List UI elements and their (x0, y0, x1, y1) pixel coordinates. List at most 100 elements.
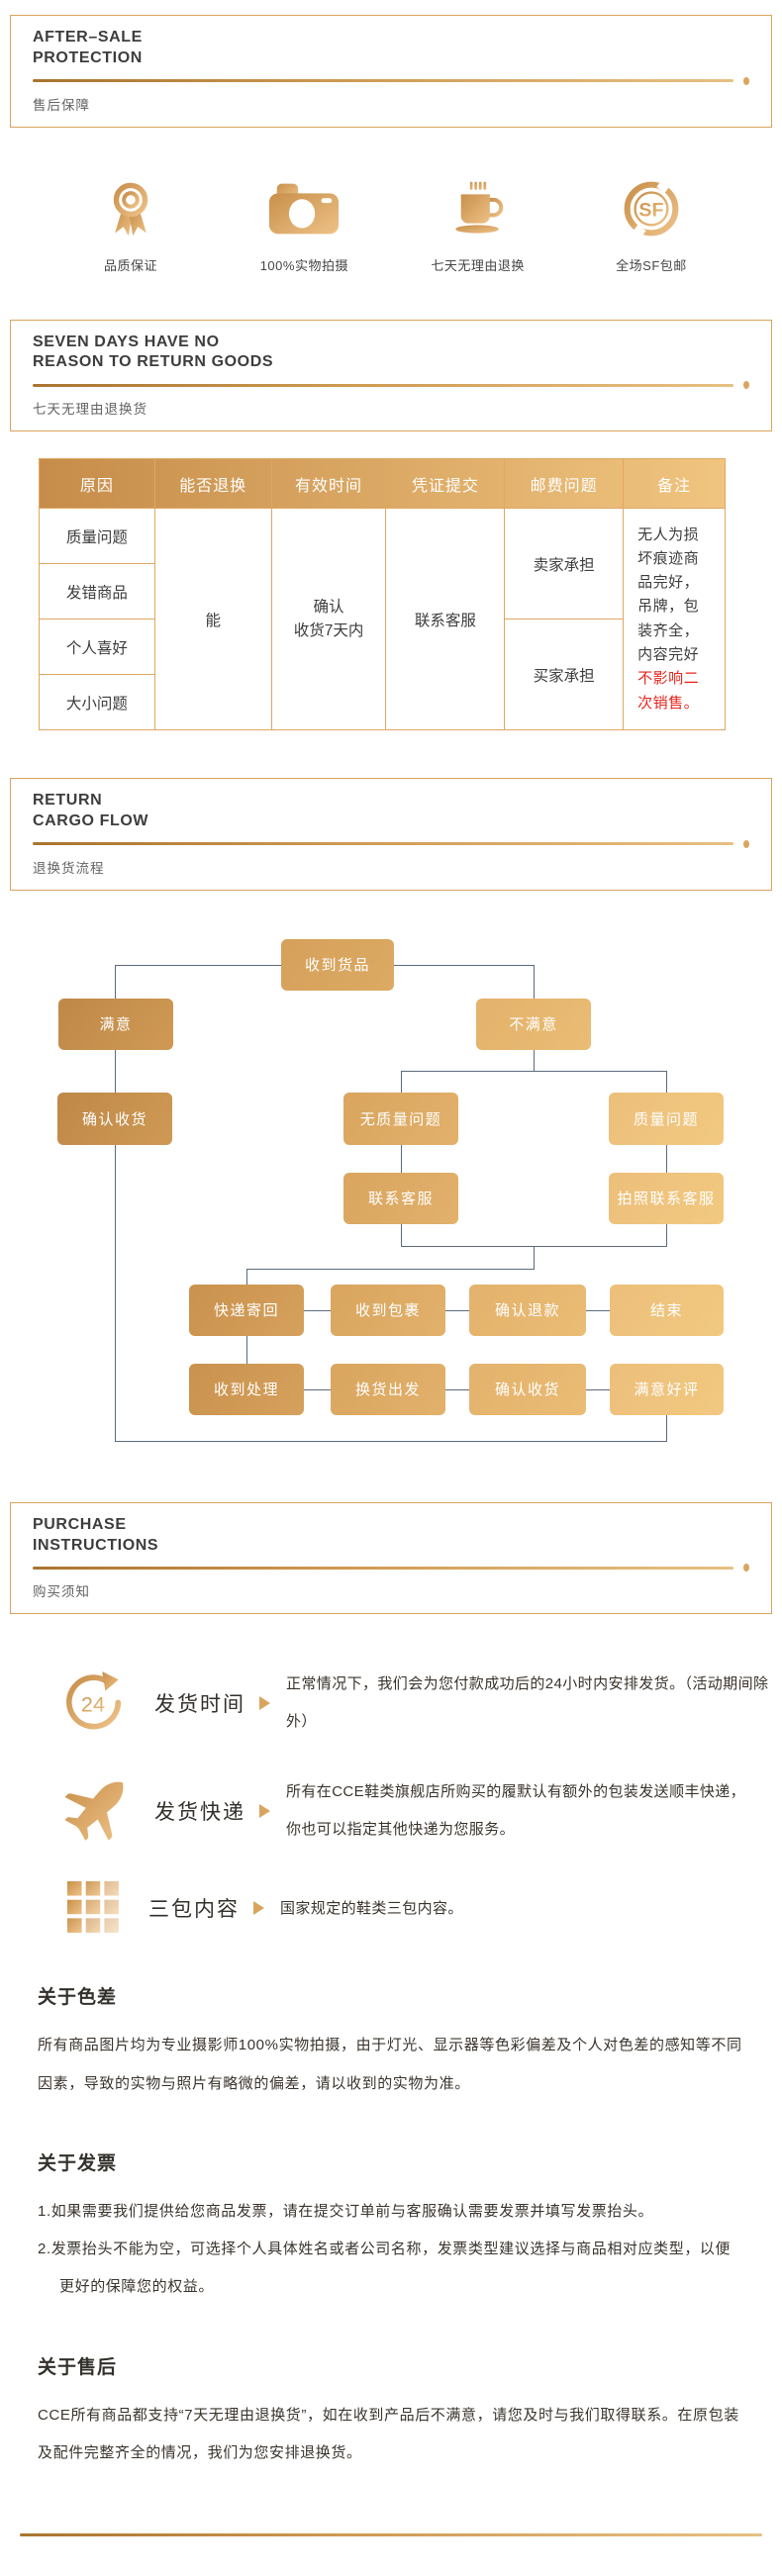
flow-node-confirm-refund: 确认退款 (469, 1284, 586, 1336)
shipping-text-line: 所有在CCE鞋类旗舰店所购买的履默认有额外的包装发送顺丰快递， (286, 1783, 746, 1801)
divider-line (33, 383, 733, 387)
valid-time-line: 确认 (313, 599, 344, 617)
flow-node-quality-issue: 质量问题 (609, 1092, 724, 1145)
postage-seller-cell: 卖家承担 (504, 508, 625, 620)
title-line: SEVEN DAYS HAVE NO (33, 333, 220, 350)
section-title-en: RETURN CARGO FLOW (33, 791, 749, 832)
note-color-difference: 关于色差 所有商品图片均为专业摄影师100%实物拍摄，由于灯光、显示器等色彩偏差… (0, 1982, 782, 2103)
feature-label: 品质保证 (103, 257, 157, 273)
shipping-time-row: 24 发货时间 正常情况下，我们会为您付款成功后的24小时内安排发货。（活动期间… (0, 1666, 782, 1740)
flow-connector (586, 1309, 610, 1311)
title-line: PROTECTION (33, 48, 143, 66)
flow-node-unsatisfied: 不满意 (476, 998, 591, 1050)
note-title: 关于发票 (38, 2152, 118, 2174)
flow-connector (246, 1268, 535, 1270)
feature-label: 七天无理由退换 (431, 257, 525, 273)
reason-cell: 质量问题 (39, 508, 155, 565)
col-header-reason: 原因 (39, 458, 155, 510)
flow-connector (115, 1144, 116, 1441)
sf-express-icon: SF (624, 176, 679, 240)
remark-cell: 无人为损坏痕迹商品完好，吊牌，包装齐全，内容完好 不影响二次销售。 (623, 508, 726, 731)
camera-icon (269, 183, 340, 234)
table-row: 质量问题 能 确认 收货7天内 联系客服 卖家承担 无人为损坏痕迹商品完好，吊牌… (39, 508, 726, 731)
divider-dot (743, 839, 749, 848)
flow-node-goods-received: 收到货品 (281, 938, 394, 991)
col-header-returnable: 能否退换 (153, 458, 272, 510)
title-line: CARGO FLOW (33, 811, 149, 829)
flow-connector (534, 1049, 535, 1071)
col-header-postage: 邮费问题 (504, 458, 625, 510)
feature-label: 100%实物拍摄 (259, 257, 348, 273)
section-title-en: SEVEN DAYS HAVE NO REASON TO RETURN GOOD… (33, 333, 749, 374)
flow-connector (666, 1223, 667, 1247)
flow-node-confirm-receipt: 确认收货 (57, 1092, 172, 1145)
divider-line (33, 79, 733, 83)
title-line: PURCHASE (33, 1515, 127, 1533)
airplane-icon (64, 1781, 124, 1841)
coffee-cup-icon (454, 181, 503, 234)
note-paragraph: 2.发票抬头不能为空，可选择个人具体姓名或者公司名称，发票类型建议选择与商品相对… (38, 2241, 732, 2296)
note-paragraph: 1.如果需要我们提供给您商品发票，请在提交订单前与客服确认需要发票并填写发票抬头… (38, 2202, 654, 2220)
title-line: INSTRUCTIONS (33, 1536, 159, 1554)
divider-line (33, 1566, 733, 1570)
arrow-right-icon (253, 1901, 264, 1916)
note-after-sale: 关于售后 CCE所有商品都支持“7天无理由退换货”，如在收到产品后不满意，请您及… (0, 2352, 782, 2473)
returnable-cell: 能 (153, 508, 272, 731)
feature-real-photo: 100%实物拍摄 (235, 177, 373, 274)
note-title: 关于售后 (38, 2356, 118, 2378)
table-header-row: 原因 能否退换 有效时间 凭证提交 邮费问题 备注 (39, 458, 726, 510)
section-title-en: PURCHASE INSTRUCTIONS (33, 1515, 749, 1557)
shipping-text-line: 你也可以指定其他快递为您服务。 (286, 1820, 516, 1838)
flow-node-confirm-receipt-2: 确认收货 (469, 1363, 586, 1415)
arrow-right-icon (259, 1803, 270, 1818)
flow-node-satisfied: 满意 (58, 998, 173, 1050)
flow-connector (666, 1414, 667, 1441)
divider-dot (743, 1564, 749, 1573)
bottom-divider (20, 2533, 762, 2537)
feature-row: 品质保证 100%实物拍摄 七天无理由退换 (0, 176, 782, 274)
flow-connector (115, 1440, 667, 1442)
section-title-en: AFTER–SALE PROTECTION (33, 28, 749, 69)
flow-connector (586, 1388, 610, 1390)
table-row: 大小问题 (39, 674, 726, 731)
flow-connector (246, 1335, 247, 1364)
feature-sf-shipping: SF 全场SF包邮 (582, 176, 721, 274)
col-header-valid-time: 有效时间 (270, 458, 387, 510)
svg-text:24: 24 (81, 1691, 105, 1716)
clock-24-icon: 24 (66, 1670, 122, 1730)
note-paragraph: CCE所有商品都支持“7天无理由退换货”，如在收到产品后不满意，请您及时与我们取… (38, 2406, 739, 2461)
flow-connector (246, 1268, 247, 1285)
divider-dot (743, 76, 749, 85)
shipping-row-label: 发货时间 (154, 1692, 245, 1716)
flow-connector (401, 1223, 402, 1246)
flow-node-end: 结束 (610, 1284, 724, 1336)
table-row: 个人喜好 买家承担 (39, 619, 726, 731)
arrow-right-icon (259, 1695, 270, 1710)
section-title-cn: 售后保障 (33, 97, 90, 113)
flow-connector (401, 1070, 402, 1093)
return-policy-table: 原因 能否退换 有效时间 凭证提交 邮费问题 备注 质量问题 能 确认 收货7天… (39, 458, 726, 731)
reason-cell: 大小问题 (39, 674, 155, 731)
feature-label: 全场SF包邮 (616, 257, 687, 273)
title-line: AFTER–SALE (33, 29, 143, 46)
section-header-after-sale: AFTER–SALE PROTECTION 售后保障 (10, 15, 772, 128)
flow-node-courier-return: 快递寄回 (189, 1284, 304, 1336)
valid-time-cell: 确认 收货7天内 (270, 508, 387, 731)
gold-divider (33, 76, 749, 85)
remark-red-text: 不影响二次销售。 (637, 670, 700, 712)
flow-node-no-quality-issue: 无质量问题 (343, 1092, 458, 1145)
shipping-courier-row: 发货快递 所有在CCE鞋类旗舰店所购买的履默认有额外的包装发送顺丰快递， 你也可… (0, 1773, 782, 1848)
title-line: RETURN (33, 792, 103, 810)
remark-main-text: 无人为损坏痕迹商品完好，吊牌，包装齐全，内容完好 (637, 525, 700, 663)
shipping-row-label: 三包内容 (148, 1898, 240, 1922)
shipping-text-line: 国家规定的鞋类三包内容。 (280, 1899, 463, 1917)
gold-divider (33, 839, 749, 848)
medal-icon (113, 182, 148, 236)
section-header-seven-days: SEVEN DAYS HAVE NO REASON TO RETURN GOOD… (10, 319, 772, 432)
flow-connector (445, 1388, 469, 1390)
flow-node-exchange-shipped: 换货出发 (331, 1363, 445, 1415)
three-guarantee-row: 三包内容 国家规定的鞋类三包内容。 (0, 1881, 782, 1935)
reason-cell: 发错商品 (39, 563, 155, 620)
shipping-row-label: 发货快递 (154, 1800, 245, 1824)
flow-node-positive-review: 满意好评 (610, 1363, 724, 1415)
